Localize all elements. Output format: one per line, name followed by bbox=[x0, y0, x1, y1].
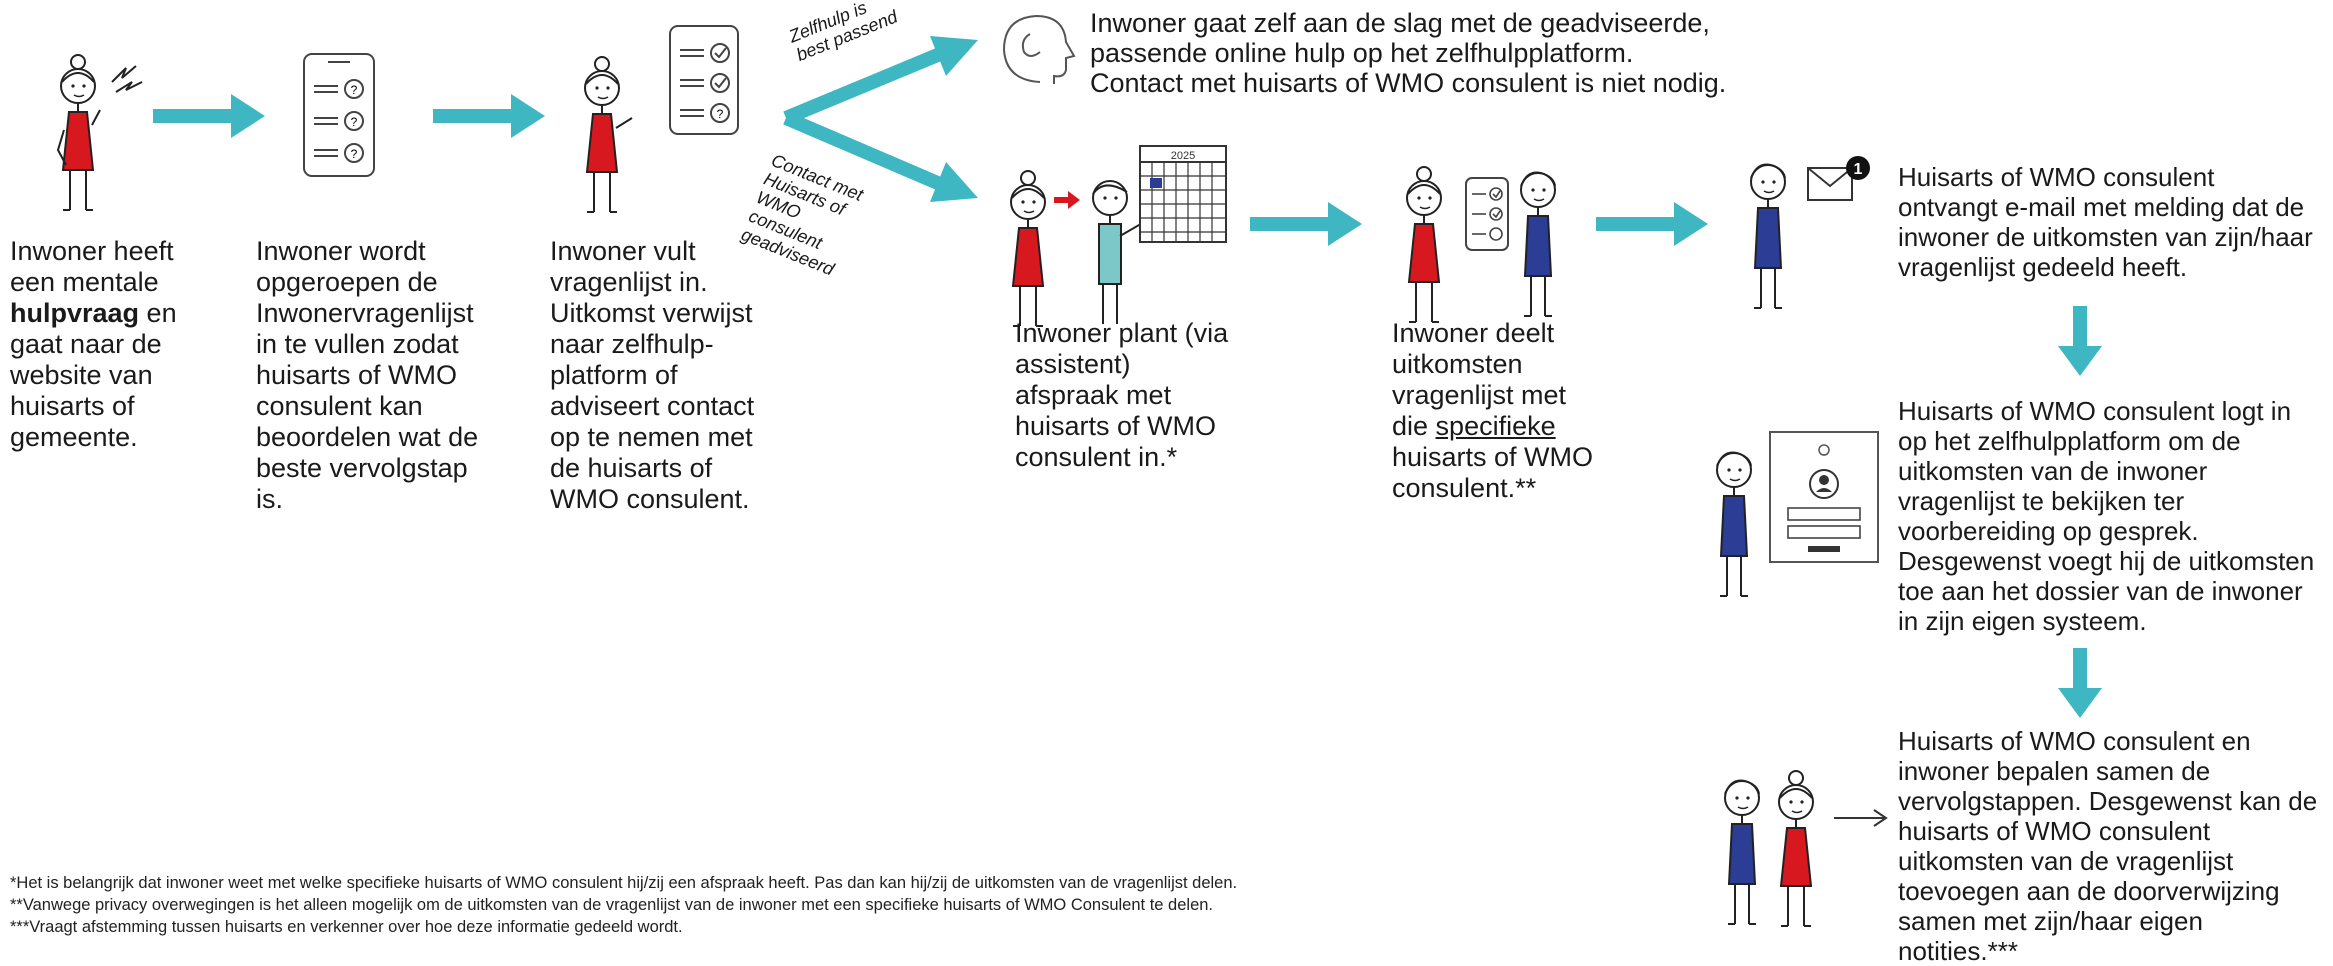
svg-text:?: ? bbox=[351, 83, 358, 97]
step-4-text: Inwoner plant (via assistent) afspraak m… bbox=[1015, 318, 1229, 472]
footnote-3: ***Vraagt afstemming tussen huisarts en … bbox=[10, 918, 683, 936]
login-screen-icon bbox=[1769, 431, 1879, 563]
step-7-text: Huisarts of WMO consulent logt in op het… bbox=[1898, 396, 2315, 636]
person-stressed-figure bbox=[56, 54, 101, 211]
flow-arrow-3 bbox=[1250, 202, 1362, 246]
notification-badge-icon bbox=[1846, 156, 1870, 180]
footnote-1: *Het is belangrijk dat inwoner weet met … bbox=[10, 874, 1238, 892]
footnote-2: **Vanwege privacy overwegingen is het al… bbox=[10, 896, 1214, 914]
step-1-text: Inwoner heeft een mentale hulpvraag en g… bbox=[10, 236, 177, 452]
consultant-login-figure bbox=[1716, 451, 1752, 597]
step-2-text: Inwoner wordt opgeroepen de Inwonervrage… bbox=[256, 236, 479, 514]
step-5-text: Inwoner deelt uitkomsten vragenlijst met… bbox=[1392, 318, 1594, 503]
questionnaire-phone-icon: ? ? ? bbox=[303, 53, 375, 177]
footnotes: *Het is belangrijk dat inwoner weet met … bbox=[10, 872, 1510, 938]
mail-icon bbox=[1807, 167, 1853, 201]
consultant-mail-figure bbox=[1750, 163, 1786, 309]
calendar-year: 2025 bbox=[1171, 150, 1195, 162]
svg-text:?: ? bbox=[717, 107, 724, 121]
person-sharing-figure bbox=[1406, 166, 1442, 323]
flow-arrow-1 bbox=[153, 94, 265, 138]
person-planning-figure bbox=[1010, 170, 1046, 327]
svg-text:?: ? bbox=[351, 115, 358, 129]
branch-arrows bbox=[783, 36, 978, 202]
shared-questionnaire-icon bbox=[1465, 177, 1509, 251]
step-3-text: Inwoner vult vragenlijst in. Uitkomst ve… bbox=[550, 236, 755, 514]
checklist-phone-icon: ? bbox=[669, 25, 739, 135]
lightning-icon bbox=[111, 65, 143, 93]
step-6-text: Huisarts of WMO consulent ontvangt e-mai… bbox=[1898, 162, 2313, 282]
flow-arrow-2 bbox=[433, 94, 545, 138]
red-arrow-icon bbox=[1054, 191, 1080, 209]
person-filling-questionnaire-figure bbox=[584, 56, 633, 213]
svg-text:?: ? bbox=[351, 147, 358, 161]
selfhelp-text: Inwoner gaat zelf aan de slag met de gea… bbox=[1090, 8, 1727, 98]
head-profile-icon bbox=[1002, 14, 1076, 84]
consultant-and-person-figure bbox=[1724, 770, 1814, 927]
flow-arrow-down-2 bbox=[2058, 648, 2102, 718]
notification-count: 1 bbox=[1854, 161, 1863, 178]
calendar-icon bbox=[1139, 145, 1227, 243]
consultant-figure bbox=[1520, 171, 1556, 317]
step-8-text: Huisarts of WMO consulent en inwoner bep… bbox=[1898, 726, 2318, 966]
flow-arrow-down-1 bbox=[2058, 306, 2102, 376]
next-arrow-icon bbox=[1834, 809, 1888, 827]
flow-arrow-4 bbox=[1596, 202, 1708, 246]
